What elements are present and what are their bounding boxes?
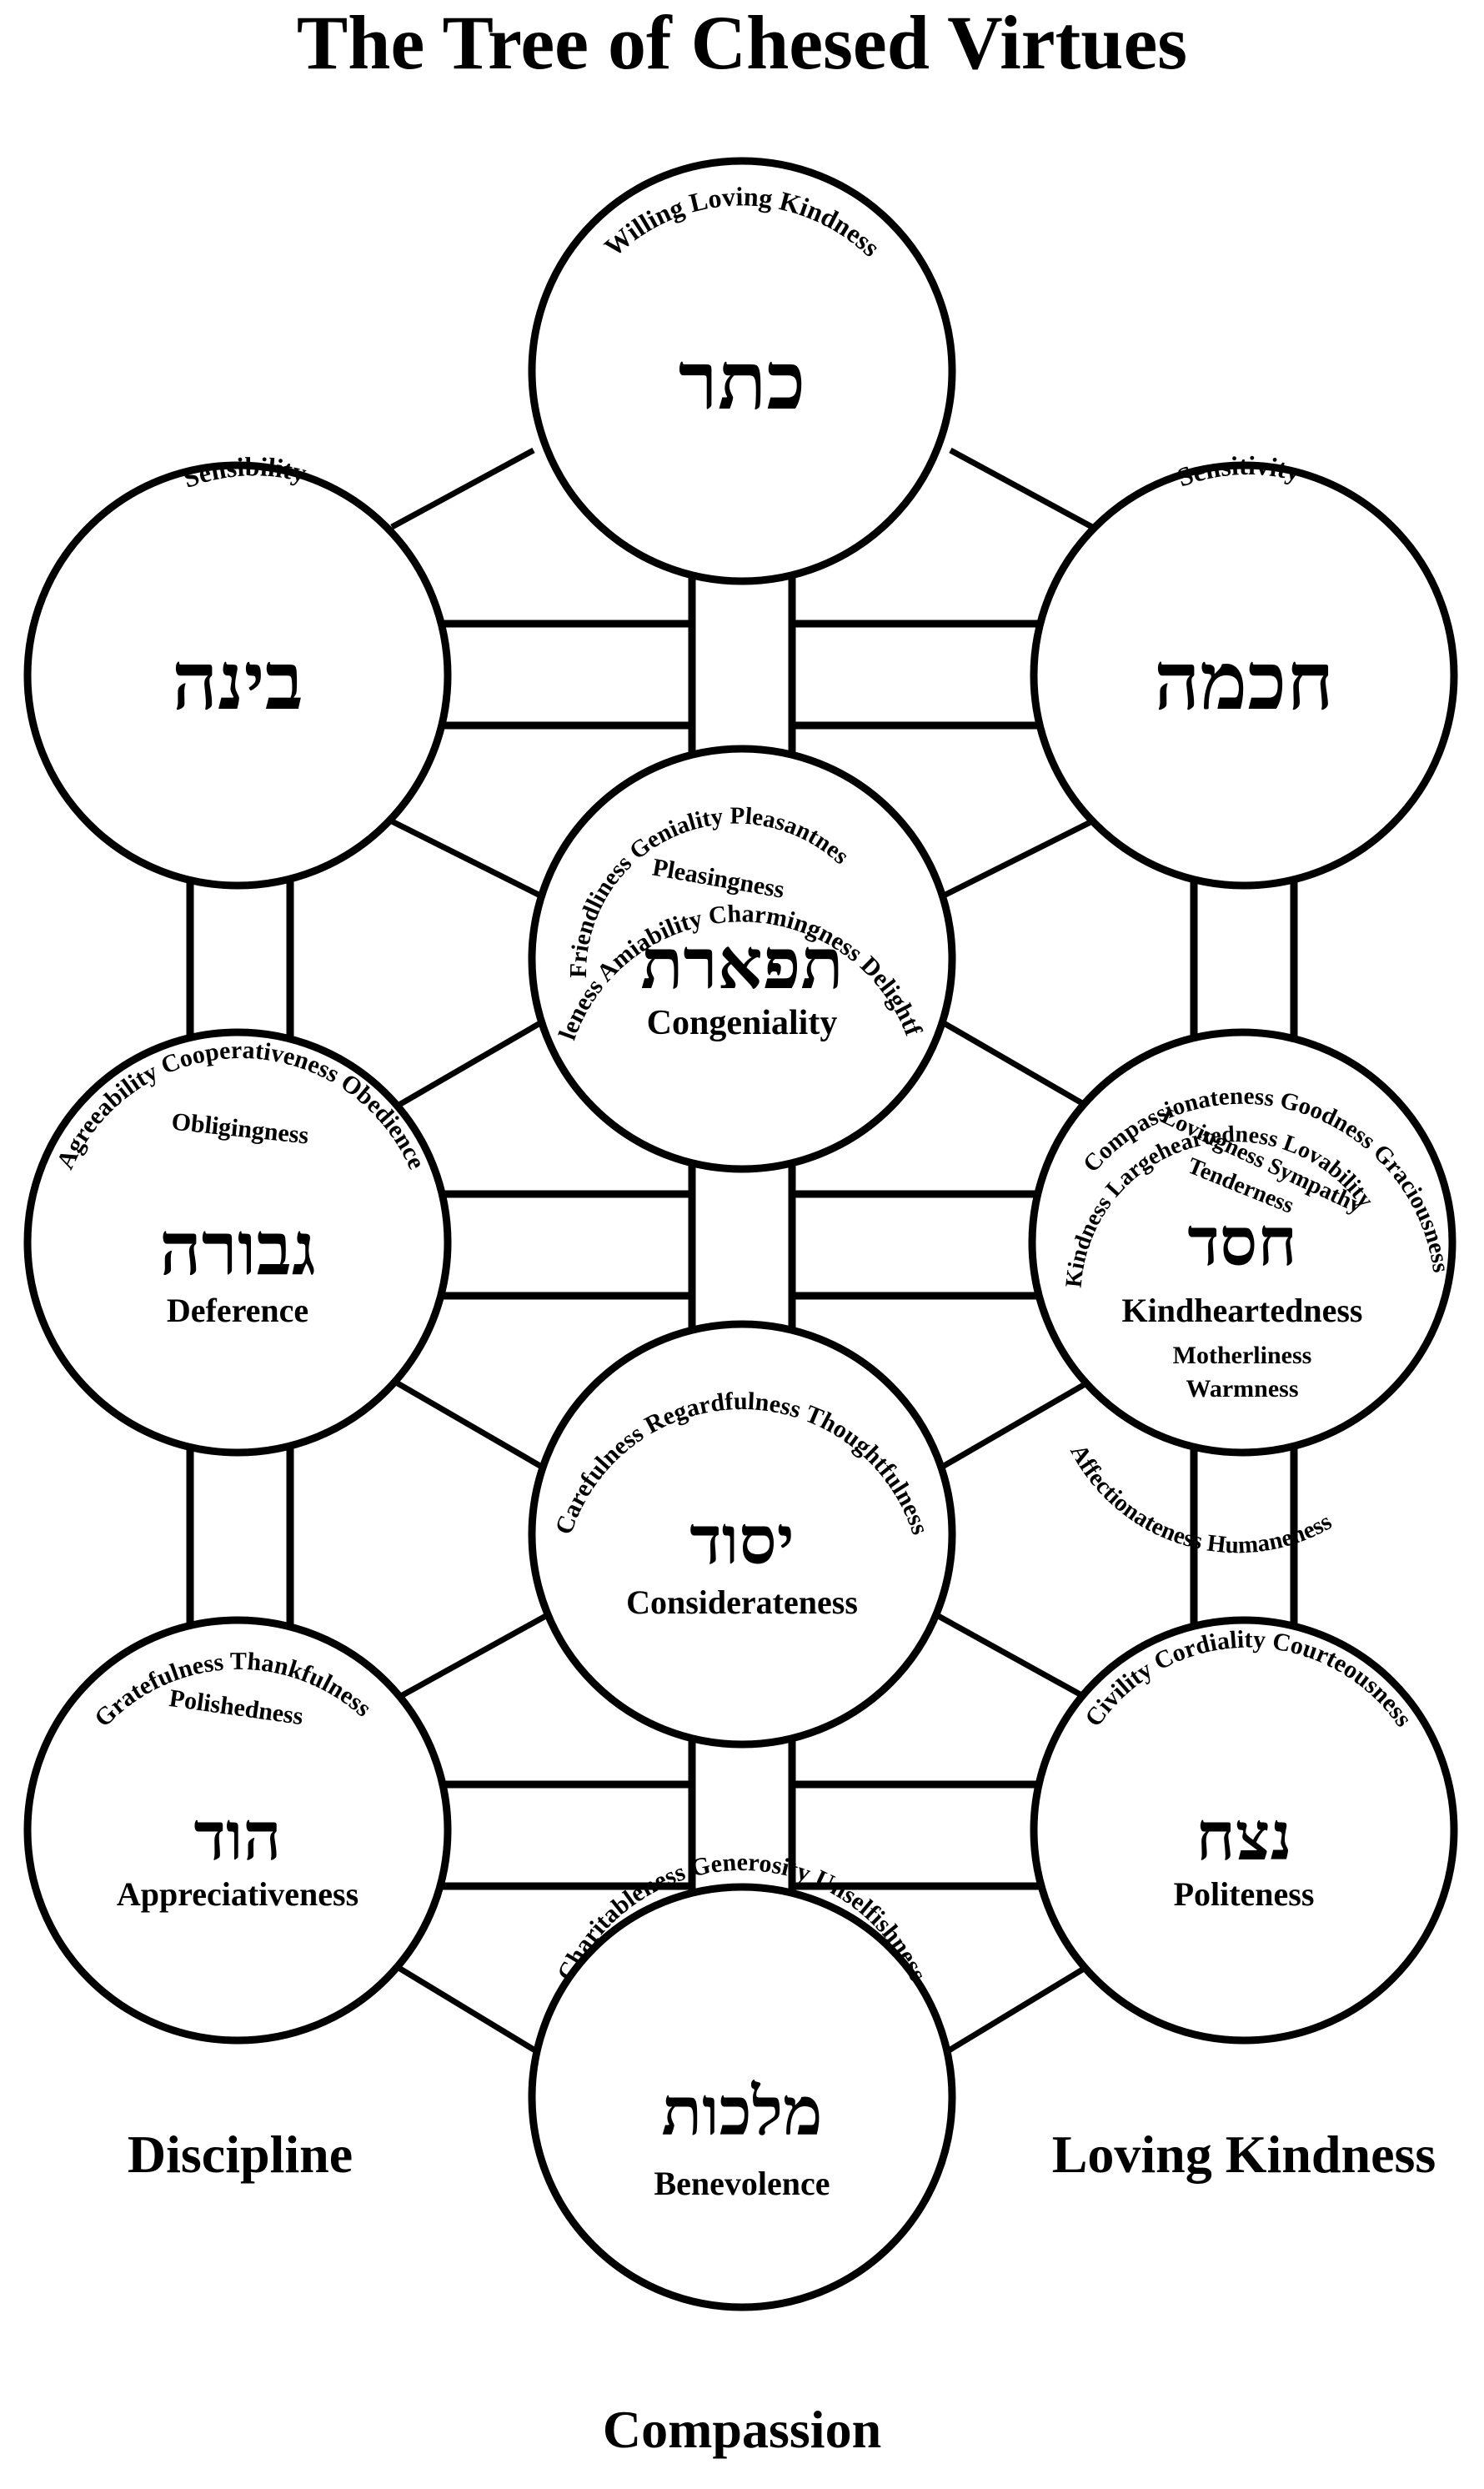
path-gevurah-tiferet	[390, 1014, 552, 1112]
pillar-label-right: Loving Kindness	[1052, 2125, 1436, 2184]
chesed-virtue: Kindheartedness	[1122, 1292, 1363, 1329]
path-netzach-malkhut	[932, 1961, 1094, 2062]
tiferet-hebrew-name: תפארת	[640, 922, 843, 1005]
netzach-hebrew-name: נצח	[1196, 1797, 1291, 1875]
netzach-virtue: Politeness	[1174, 1875, 1315, 1913]
path-keter-chokhmah	[949, 447, 1094, 530]
keter-hebrew-name: כתר	[679, 334, 806, 428]
chesed-sub-attribute-3: Motherliness	[1173, 1342, 1312, 1369]
malkhut-virtue: Benevolence	[654, 2165, 830, 2202]
binah-hebrew-name: בינה	[172, 634, 303, 728]
node-circle-tiferet	[528, 745, 956, 1173]
sefira-chokhmah: Sensitivity חכמה	[1030, 450, 1458, 890]
path-gevurah-yesod	[390, 1377, 552, 1475]
path-chesed-yesod	[932, 1377, 1094, 1475]
page-title: The Tree of Chesed Virtues	[297, 0, 1187, 85]
gevurah-hebrew-name: גבורה	[159, 1205, 316, 1292]
node-circle-yesod	[528, 1320, 956, 1749]
gevurah-virtue: Deference	[167, 1292, 308, 1329]
chesed-hebrew-name: חסד	[1187, 1202, 1296, 1281]
sefira-netzach: Civility Cordiality Courteousness נצח Po…	[1030, 1616, 1458, 2045]
node-circle-hod	[23, 1616, 452, 2045]
malkhut-hebrew-name: מלכות	[661, 2072, 822, 2150]
pillar-label-left: Discipline	[128, 2125, 353, 2184]
node-circle-binah	[23, 461, 452, 890]
yesod-virtue: Considerateness	[626, 1583, 858, 1621]
chokhmah-hebrew-name: חכמה	[1154, 634, 1334, 728]
sefira-hod: Gratefulness Thankfulness Polishedness ה…	[23, 1616, 452, 2045]
yesod-hebrew-name: יסוד	[689, 1501, 794, 1579]
node-circle-netzach	[1030, 1616, 1458, 2045]
path-netzach-yesod	[932, 1610, 1094, 1704]
path-hod-yesod	[390, 1610, 552, 1704]
chesed-sub-attribute-4: Warmness	[1186, 1375, 1299, 1403]
path-chesed-tiferet	[932, 1014, 1094, 1112]
path-chokhmah-tiferet	[932, 818, 1094, 904]
path-binah-tiferet	[390, 818, 552, 904]
node-circle-gevurah	[23, 1028, 452, 1457]
path-keter-binah	[390, 447, 535, 530]
sefira-gevurah: Agreeability Cooperativeness Obedience O…	[23, 1028, 452, 1457]
hod-hebrew-name: הוד	[194, 1797, 282, 1875]
node-circle-keter	[528, 157, 956, 585]
sefira-binah: Sensibility בינה	[23, 451, 452, 890]
hod-virtue: Appreciativeness	[117, 1875, 358, 1913]
sefira-malkhut: Charitableness Generosity Unselfishness …	[528, 1849, 956, 2311]
node-circle-chokhmah	[1030, 461, 1458, 890]
pillar-label-bottom: Compassion	[603, 2400, 881, 2459]
sefira-keter: Willing Loving Kindness כתר	[528, 157, 956, 585]
sefira-yesod: Carefulness Regardfulness Thoughtfulness…	[528, 1320, 956, 1749]
path-hod-malkhut	[390, 1961, 552, 2062]
tiferet-virtue: Congeniality	[647, 1004, 838, 1042]
node-circle-malkhut	[528, 1883, 956, 2311]
node-circle-chesed	[1028, 1028, 1456, 1457]
